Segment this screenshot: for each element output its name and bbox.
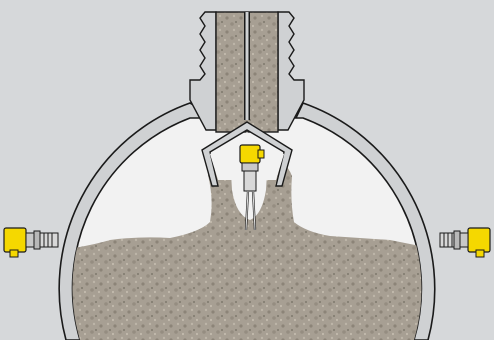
- sensor-right: [440, 228, 490, 257]
- sensor-left: [4, 228, 58, 257]
